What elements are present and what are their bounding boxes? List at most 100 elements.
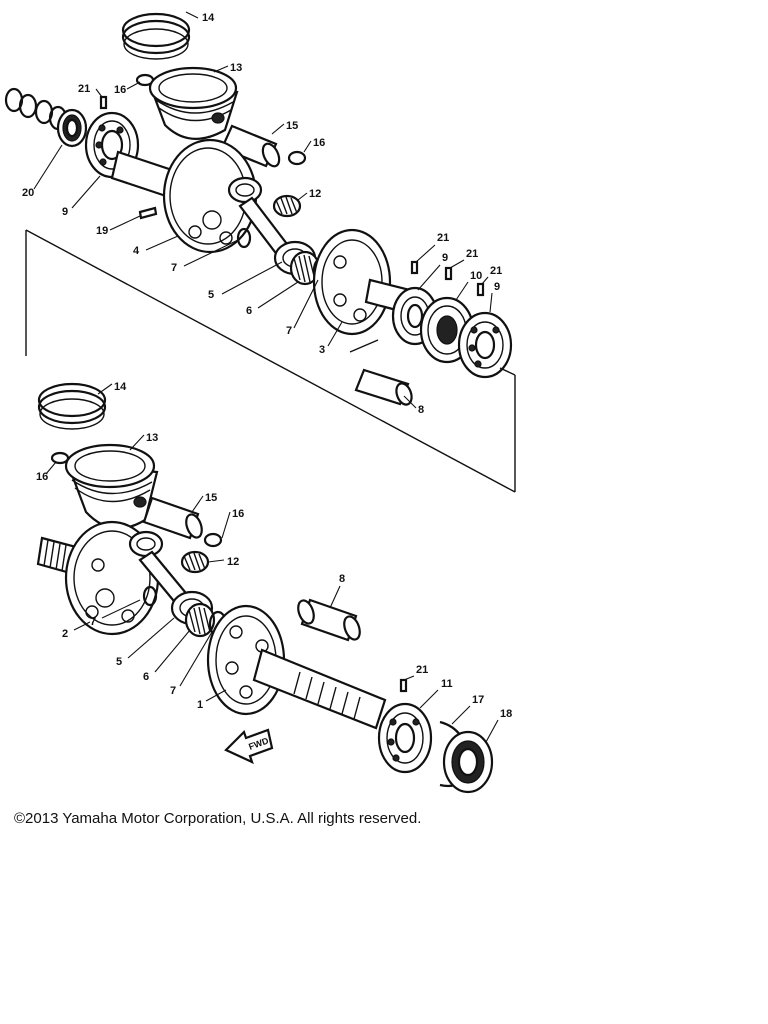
part-number-callout: 21	[416, 664, 428, 676]
piston	[148, 66, 239, 140]
piston	[64, 443, 159, 530]
callout-leader	[303, 140, 312, 153]
callout-leader	[403, 395, 417, 409]
part-number-callout: 9	[62, 206, 68, 218]
callout-leader	[329, 585, 341, 609]
dowel-pin	[399, 678, 408, 693]
callout-leader	[481, 276, 489, 285]
dowel-pin	[444, 266, 453, 281]
callout-leader	[451, 705, 471, 725]
callout-leader	[129, 434, 145, 451]
piston-pin-clip	[203, 532, 223, 548]
needle-bearing-small-end	[180, 550, 210, 574]
part-number-callout: 18	[500, 708, 512, 720]
callout-leader	[213, 65, 229, 73]
part-number-callout: 11	[441, 678, 453, 690]
callout-leader	[71, 175, 101, 209]
part-number-callout: 12	[227, 556, 239, 568]
callout-leader	[419, 689, 439, 709]
needle-bearing-small-end	[272, 194, 302, 218]
part-number-callout: 21	[78, 83, 90, 95]
callout-leader	[109, 215, 141, 231]
dowel-pin	[99, 95, 108, 110]
part-number-callout: 19	[96, 225, 108, 237]
part-number-callout: 16	[36, 471, 48, 483]
callout-leader	[485, 719, 499, 743]
callout-leader	[97, 383, 113, 395]
part-number-callout: 1	[197, 699, 203, 711]
part-number-callout: 21	[437, 232, 449, 244]
callout-leader	[205, 689, 227, 702]
crank-pin	[354, 368, 413, 406]
output-shaft	[252, 648, 387, 730]
callout-leader	[101, 599, 141, 619]
group-bracket	[25, 229, 516, 493]
assembly-leader	[349, 339, 379, 353]
crank-wheel-left	[162, 138, 258, 254]
callout-leader	[293, 279, 319, 329]
part-number-callout: 21	[466, 248, 478, 260]
callout-leader	[95, 88, 103, 98]
part-number-callout: 7	[286, 325, 292, 337]
lower-crankshaft-assembly: FWD	[36, 382, 494, 794]
part-number-callout: 17	[472, 694, 484, 706]
callout-leader	[327, 321, 343, 347]
part-number-callout: 16	[114, 84, 126, 96]
part-number-callout: 14	[114, 381, 127, 393]
callout-leader	[297, 192, 308, 201]
oil-seal	[56, 108, 88, 148]
callout-leader	[145, 235, 179, 251]
callout-leader	[221, 261, 283, 295]
part-number-callout: 16	[232, 508, 244, 520]
dowel-pin	[476, 282, 485, 297]
callout-leader	[257, 281, 299, 309]
part-number-callout: 15	[205, 492, 217, 504]
callout-leader	[73, 621, 91, 631]
callout-leader	[221, 511, 231, 539]
part-number-callout: 2	[62, 628, 68, 640]
piston-pin	[142, 496, 203, 540]
piston-pin	[220, 124, 281, 168]
part-number-callout: 5	[116, 656, 122, 668]
part-number-callout: 7	[171, 262, 177, 274]
main-bearing	[377, 702, 433, 774]
part-number-callout: 13	[146, 432, 158, 444]
callout-leader	[417, 264, 441, 291]
part-number-callout: 4	[133, 245, 140, 257]
callout-leader	[126, 81, 141, 90]
callout-leader	[179, 631, 213, 687]
part-number-callout: 7	[90, 616, 96, 628]
forward-direction-arrow: FWD	[224, 728, 274, 765]
callout-leader	[33, 144, 63, 190]
callout-leader	[489, 292, 493, 313]
part-number-callout: 6	[246, 305, 252, 317]
part-number-callout: 8	[418, 404, 424, 416]
part-number-callout: 8	[339, 573, 345, 585]
callout-leader	[271, 123, 285, 135]
part-number-callout: 16	[313, 137, 325, 149]
callout-leader	[45, 461, 57, 475]
callout-leader	[154, 629, 191, 673]
callout-leader	[191, 495, 204, 513]
part-number-callout: 9	[442, 252, 448, 264]
callout-leader	[185, 11, 199, 19]
part-number-callout: 9	[494, 281, 500, 293]
piston-rings	[37, 382, 107, 430]
callout-leader	[127, 617, 175, 659]
callout-leader	[455, 281, 469, 301]
shims	[4, 87, 68, 131]
piston-pin-clip	[50, 451, 70, 465]
part-number-callout: 5	[208, 289, 214, 301]
callout-leader	[207, 559, 225, 563]
callout-leader	[183, 239, 239, 267]
main-bearing-right	[457, 311, 513, 379]
piston-rings	[121, 12, 191, 60]
part-number-callout: 14	[202, 12, 215, 24]
dowel-pin	[410, 260, 419, 275]
part-number-callout: 13	[230, 62, 242, 74]
woodruff-key	[138, 206, 158, 220]
part-number-callout: 12	[309, 188, 321, 200]
